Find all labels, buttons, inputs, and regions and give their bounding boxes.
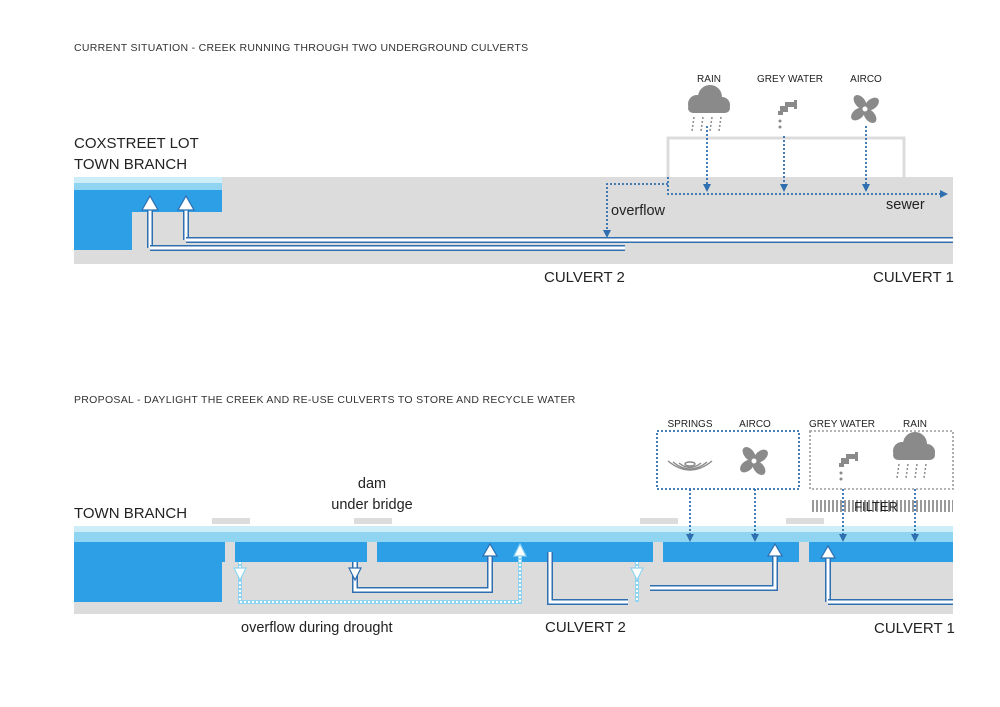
bottom-dam-label: dam bbox=[358, 476, 386, 492]
top-town-branch-label: TOWN BRANCH bbox=[74, 156, 187, 173]
top-airco-label: AIRCO bbox=[850, 74, 882, 85]
bottom-town-branch-label: TOWN BRANCH bbox=[74, 505, 187, 522]
bottom-culvert1-label: CULVERT 1 bbox=[874, 620, 955, 637]
bottom-water-deep-left bbox=[74, 562, 222, 602]
bottom-overflow-drought-label: overflow during drought bbox=[241, 620, 393, 636]
top-dotted-flows bbox=[603, 126, 948, 238]
top-grey-water-label: GREY WATER bbox=[757, 74, 823, 85]
top-sewer-label: sewer bbox=[886, 197, 925, 213]
bottom-dam-walls bbox=[225, 542, 809, 562]
bottom-rain-label: RAIN bbox=[903, 419, 927, 430]
bottom-springs-airco-box bbox=[656, 430, 800, 490]
bottom-heading: PROPOSAL - DAYLIGHT THE CREEK AND RE-USE… bbox=[74, 394, 576, 406]
bottom-drought-overflow-arrows bbox=[233, 542, 644, 604]
bottom-filter-bar bbox=[810, 500, 953, 512]
bottom-bridges bbox=[212, 518, 824, 524]
bottom-culvert2-label: CULVERT 2 bbox=[545, 619, 626, 636]
bottom-springs-airco-flows bbox=[686, 489, 759, 542]
bottom-airco-label: AIRCO bbox=[739, 419, 771, 430]
bottom-rain-icon bbox=[893, 432, 935, 479]
bottom-springs-label: SPRINGS bbox=[667, 419, 712, 430]
bottom-under-bridge-label: under bridge bbox=[331, 497, 412, 513]
top-fan-icon bbox=[851, 95, 879, 123]
bottom-water-deep bbox=[74, 542, 953, 562]
top-building-frame bbox=[666, 136, 906, 177]
bottom-filter-label: FILTER bbox=[854, 499, 898, 514]
bottom-grey-water-label: GREY WATER bbox=[809, 419, 875, 430]
top-rain-icon bbox=[688, 85, 730, 132]
top-culvert-flow-arrows bbox=[140, 194, 953, 251]
top-water-deep-left bbox=[74, 212, 132, 250]
bottom-culvert-flow-arrows bbox=[348, 542, 953, 605]
top-culvert1-label: CULVERT 1 bbox=[873, 269, 954, 286]
top-water-pale bbox=[74, 177, 222, 183]
top-culvert2-label: CULVERT 2 bbox=[544, 269, 625, 286]
top-water-light bbox=[74, 183, 222, 190]
bottom-faucet-icon bbox=[839, 452, 858, 481]
top-faucet-icon bbox=[778, 100, 797, 129]
top-lot-label: COXSTREET LOT bbox=[74, 135, 199, 152]
top-rain-label: RAIN bbox=[697, 74, 721, 85]
bottom-springs-icon bbox=[667, 460, 713, 471]
bottom-water-light bbox=[74, 532, 953, 542]
bottom-fan-icon bbox=[740, 447, 768, 475]
bottom-grey-rain-flows bbox=[839, 489, 919, 542]
top-overflow-label: overflow bbox=[611, 203, 666, 219]
top-heading: CURRENT SITUATION - CREEK RUNNING THROUG… bbox=[74, 42, 528, 54]
bottom-grey-rain-box bbox=[809, 430, 954, 490]
bottom-water-pale bbox=[74, 526, 953, 532]
